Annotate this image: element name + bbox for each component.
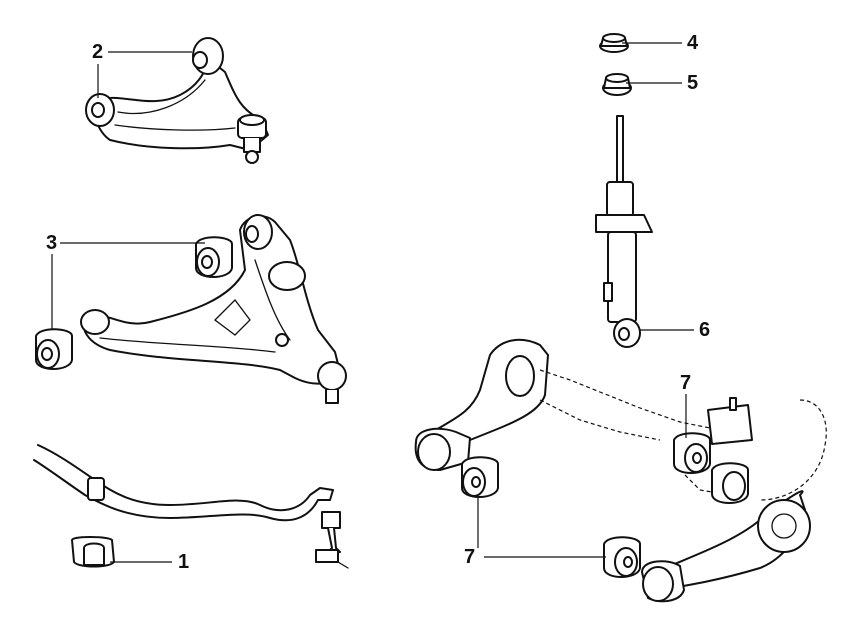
lower-arm-bushing-upper — [195, 236, 233, 278]
callout-3: 3 — [46, 232, 58, 254]
callout-2: 2 — [92, 41, 104, 63]
subframe-bushing-left-end — [414, 427, 471, 471]
stabilizer-bar — [33, 444, 349, 569]
strut-mount-bushing — [602, 73, 632, 96]
callout-4: 4 — [687, 32, 699, 54]
shock-absorber — [595, 115, 653, 348]
lower-control-arm — [80, 214, 347, 404]
subframe-bushing-right-upper — [673, 432, 711, 474]
callout-5: 5 — [687, 72, 699, 94]
strut-mount-cap — [599, 33, 629, 53]
rear-subframe — [427, 338, 827, 591]
subframe-bushing-right-middle — [711, 462, 749, 504]
callout-6: 6 — [699, 319, 711, 341]
upper-control-arm — [85, 37, 269, 164]
lower-arm-bushing-lower — [35, 328, 73, 370]
callout-7-upper: 7 — [680, 372, 692, 394]
subframe-bushing-center — [461, 456, 499, 498]
subframe-bushing-lower — [603, 536, 641, 578]
callout-1: 1 — [178, 551, 190, 573]
subframe-bushing-right-end — [641, 560, 685, 603]
leader-lines — [51, 42, 694, 563]
stabilizer-bushing — [71, 536, 115, 568]
callout-7-lower: 7 — [464, 546, 476, 568]
